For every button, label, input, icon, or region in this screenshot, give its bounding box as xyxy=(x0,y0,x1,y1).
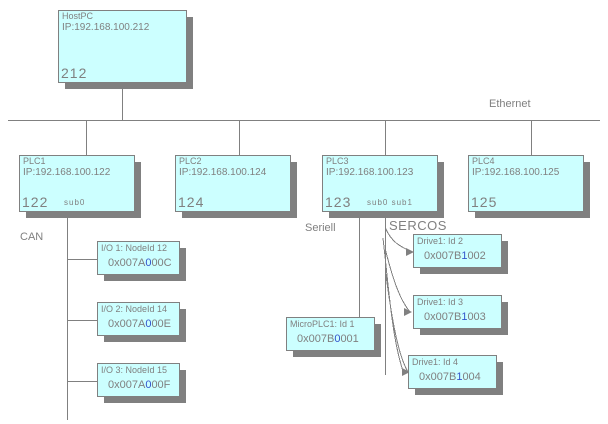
drive-3-address: 0x007B1004 xyxy=(419,371,481,383)
node-shadow xyxy=(496,362,503,395)
io-3-name: I/O 3: NodeId 15 xyxy=(101,365,168,375)
plc2-number: 124 xyxy=(178,194,205,210)
plc2-name: PLC2 xyxy=(179,156,202,166)
drive-1-name: Drive1: Id 2 xyxy=(417,236,464,246)
node-shadow xyxy=(182,211,297,218)
io-1-address: 0x007A000C xyxy=(108,257,172,269)
node-shadow xyxy=(583,162,590,218)
micro-plc1-address: 0x007B0001 xyxy=(297,333,359,345)
node-shadow xyxy=(104,274,186,281)
node-shadow xyxy=(290,162,297,218)
wire-sercos-to-drive2 xyxy=(385,249,411,313)
plc1-number: 122 xyxy=(22,194,49,210)
node-shadow xyxy=(501,241,508,274)
node-shadow xyxy=(420,328,508,335)
drive-1-address: 0x007B1002 xyxy=(424,250,486,262)
plc2-ip: IP:192.168.100.124 xyxy=(179,167,267,178)
node-plc1[interactable]: PLC1 IP:192.168.100.122 122 sub0 xyxy=(19,155,141,218)
bus-label-can: CAN xyxy=(20,231,44,243)
node-plc4[interactable]: PLC4 IP:192.168.100.125 125 xyxy=(468,155,590,218)
node-host-pc[interactable]: HostPC IP:192.168.100.212 212 xyxy=(58,10,193,89)
host-name: HostPC xyxy=(62,11,94,21)
plc1-subs: sub0 xyxy=(64,198,86,207)
wire-sercos-to-drive3 xyxy=(385,271,409,373)
plc1-name: PLC1 xyxy=(23,156,46,166)
node-shadow xyxy=(186,17,193,89)
node-shadow xyxy=(104,335,186,342)
node-shadow xyxy=(437,162,444,218)
bus-label-sercos: SERCOS xyxy=(389,218,447,233)
node-shadow xyxy=(26,211,141,218)
io-2-name: I/O 2: NodeId 14 xyxy=(101,304,168,314)
host-number: 212 xyxy=(61,65,88,81)
io-3-address: 0x007A000F xyxy=(108,379,171,391)
wire-sercos-return xyxy=(382,237,405,375)
node-drive-2[interactable]: Drive1: Id 3 0x007B1003 xyxy=(413,295,508,335)
node-io-3[interactable]: I/O 3: NodeId 15 0x007A000F xyxy=(97,363,186,403)
node-micro-plc1[interactable]: MicroPLC1: Id 1 0x007B0001 xyxy=(286,317,381,357)
arrow-drive2 xyxy=(404,308,412,316)
node-shadow xyxy=(104,396,186,403)
drive-3-name: Drive1: Id 4 xyxy=(412,357,459,367)
plc3-subs: sub0 sub1 xyxy=(367,198,413,207)
node-io-2[interactable]: I/O 2: NodeId 14 0x007A000E xyxy=(97,302,186,342)
node-shadow xyxy=(501,302,508,335)
micro-plc1-name: MicroPLC1: Id 1 xyxy=(290,319,355,329)
node-drive-1[interactable]: Drive1: Id 2 0x007B1002 xyxy=(413,234,508,274)
node-shadow xyxy=(179,248,186,281)
node-shadow xyxy=(415,388,503,395)
node-shadow xyxy=(179,370,186,403)
plc1-ip: IP:192.168.100.122 xyxy=(23,167,111,178)
io-2-address: 0x007A000E xyxy=(108,318,172,330)
node-shadow xyxy=(179,309,186,342)
node-shadow xyxy=(475,211,590,218)
node-io-1[interactable]: I/O 1: NodeId 12 0x007A000C xyxy=(97,241,186,281)
node-shadow xyxy=(329,211,444,218)
bus-label-ethernet: Ethernet xyxy=(489,98,531,110)
plc4-number: 125 xyxy=(471,194,498,210)
plc3-name: PLC3 xyxy=(326,156,349,166)
io-1-name: I/O 1: NodeId 12 xyxy=(101,243,168,253)
node-plc3[interactable]: PLC3 IP:192.168.100.123 123 sub0 sub1 xyxy=(322,155,444,218)
node-shadow xyxy=(420,267,508,274)
node-shadow xyxy=(293,350,381,357)
plc4-ip: IP:192.168.100.125 xyxy=(472,167,560,178)
plc4-name: PLC4 xyxy=(472,156,495,166)
drive-2-address: 0x007B1003 xyxy=(424,311,486,323)
host-ip: IP:192.168.100.212 xyxy=(62,22,150,33)
node-shadow xyxy=(374,324,381,357)
node-drive-3[interactable]: Drive1: Id 4 0x007B1004 xyxy=(408,355,503,395)
drive-2-name: Drive1: Id 3 xyxy=(417,297,464,307)
node-shadow xyxy=(65,82,193,89)
node-plc2[interactable]: PLC2 IP:192.168.100.124 124 xyxy=(175,155,297,218)
plc3-number: 123 xyxy=(325,194,352,210)
bus-label-seriell: Seriell xyxy=(305,222,336,234)
plc3-ip: IP:192.168.100.123 xyxy=(326,167,414,178)
node-shadow xyxy=(134,162,141,218)
